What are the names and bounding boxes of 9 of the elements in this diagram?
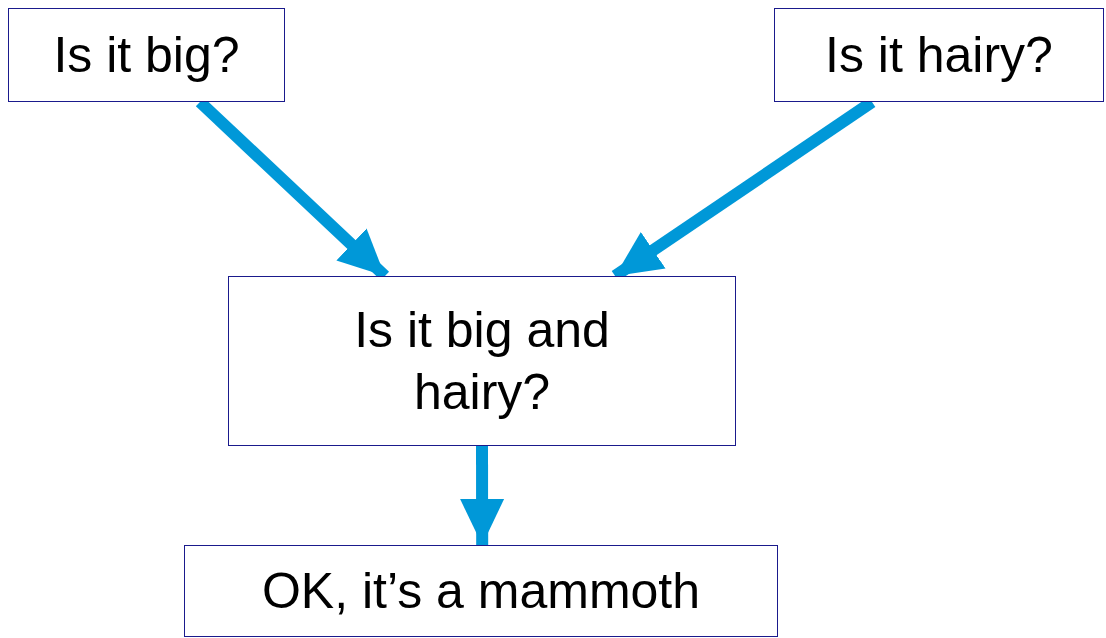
question-box bbox=[8, 8, 285, 102]
question-text: Is it hairy? bbox=[825, 25, 1053, 85]
question-text: Is it big and hairy? bbox=[353, 300, 611, 422]
answer-box bbox=[184, 545, 778, 637]
question-box bbox=[774, 8, 1104, 102]
question-text: OK, it’s a mammoth bbox=[261, 561, 701, 621]
question-text: Is it big? bbox=[53, 25, 240, 85]
arrow bbox=[460, 445, 505, 546]
question-box bbox=[228, 276, 736, 446]
